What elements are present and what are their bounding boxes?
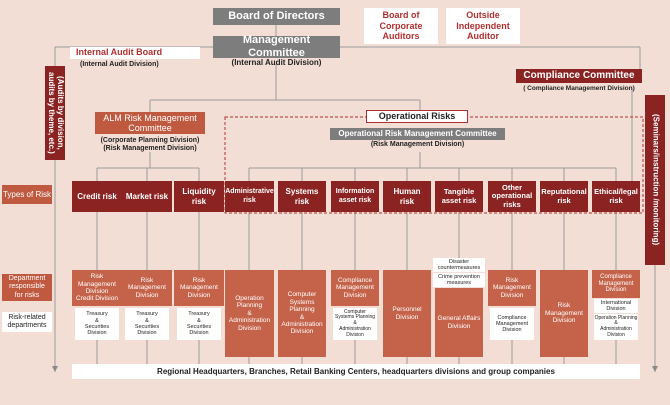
- risk-box-other-operational: Other operational risks: [488, 181, 536, 212]
- compliance-committee-sub: ( Compliance Management Division): [523, 84, 635, 92]
- risk-box-credit: Credit risk: [72, 181, 122, 212]
- internal-audit-side-label: (Audits by division, audits by theme, et…: [47, 72, 65, 154]
- dept-ethical-legal: Compliance Management Division: [592, 270, 640, 298]
- dept-human: Personnel Division: [383, 270, 431, 357]
- risk-box-systems: Systems risk: [278, 181, 326, 212]
- bottom-organizations-bar: Regional Headquarters, Branches, Retail …: [72, 364, 640, 379]
- related-treasury-market: Treasury & Securities Division: [125, 308, 169, 340]
- internal-audit-board-box: Internal Audit Board: [70, 47, 200, 59]
- risk-box-ethical-legal: Ethical/legal risk: [592, 181, 640, 212]
- management-committee-label: Management Committee: [242, 34, 311, 59]
- alm-committee-box: ALM Risk Management Committee: [95, 112, 205, 134]
- compliance-side-panel: (Seminars/instruction /monitoring): [645, 95, 665, 265]
- dept-liquidity: Risk Management Division: [174, 270, 224, 306]
- compliance-committee-label: Compliance Committee: [523, 70, 635, 82]
- risk-box-market: Market risk: [122, 181, 172, 212]
- management-committee-box: Management Committee: [213, 34, 340, 59]
- risk-box-administrative: Administrative risk: [225, 181, 274, 212]
- management-committee-sub: (Internal Audit Division): [231, 58, 322, 68]
- independent-auditor-label: Outside Independent Auditor: [456, 10, 510, 42]
- internal-audit-side-panel: (Audits by division, audits by theme, et…: [45, 66, 65, 160]
- dept-reputational: Risk Management Division: [540, 270, 588, 357]
- compliance-side-label: (Seminars/instruction /monitoring): [651, 114, 661, 246]
- disaster-countermeasures-note: Disaster countermeasures: [433, 258, 485, 272]
- corporate-auditors-label: Board of Corporate Auditors: [379, 10, 423, 42]
- related-operation-planning: Operation Planning & Administration Divi…: [594, 314, 638, 340]
- types-of-risk-label: Types of Risk: [2, 185, 52, 204]
- internal-audit-board-sub: (Internal Audit Division): [80, 61, 159, 68]
- crime-prevention-note: Crime prevention measures: [433, 273, 485, 287]
- related-computer-systems: Computer Systems Planning & Administrati…: [333, 308, 377, 340]
- operational-risks-title: Operational Risks: [366, 110, 468, 123]
- risk-box-reputational: Reputational risk: [540, 181, 588, 212]
- department-responsible-label: Department responsible for risks: [2, 274, 52, 301]
- risk-box-information-asset: Information asset risk: [331, 181, 379, 212]
- corporate-auditors-box: Board of Corporate Auditors: [364, 8, 438, 44]
- compliance-committee-box: Compliance Committee: [516, 69, 642, 83]
- dept-systems: Computer Systems Planning & Administrati…: [278, 270, 326, 357]
- board-of-directors-box: Board of Directors: [213, 8, 340, 25]
- operational-committee-label: Operational Risk Management Committee: [338, 129, 497, 139]
- alm-committee-label: ALM Risk Management Committee: [103, 112, 197, 133]
- risk-box-human: Human risk: [383, 181, 431, 212]
- dept-market: Risk Management Division: [122, 270, 172, 306]
- dept-information-asset: Compliance Management Division: [331, 270, 379, 306]
- dept-other-operational: Risk Management Division: [488, 270, 536, 306]
- internal-audit-board-label: Internal Audit Board: [76, 47, 163, 57]
- alm-committee-sub: (Corporate Planning Division) (Risk Mana…: [100, 136, 200, 152]
- related-international: International Division: [594, 299, 638, 313]
- risk-related-departments-label: Risk-related departments: [2, 312, 52, 332]
- operational-committee-sub: (Risk Management Division): [370, 141, 465, 149]
- related-treasury-liquidity: Treasury & Securities Division: [177, 308, 221, 340]
- related-treasury-credit: Treasury & Securities Division: [75, 308, 119, 340]
- independent-auditor-box: Outside Independent Auditor: [446, 8, 520, 44]
- risk-box-liquidity: Liquidity risk: [174, 181, 224, 212]
- related-compliance-management: Compliance Management Division: [490, 308, 534, 340]
- operational-committee-box: Operational Risk Management Committee: [330, 128, 505, 140]
- bottom-organizations-label: Regional Headquarters, Branches, Retail …: [157, 366, 555, 376]
- risk-box-tangible-asset: Tangible asset risk: [435, 181, 483, 212]
- dept-administrative: Operation Planning & Administration Divi…: [225, 270, 274, 357]
- dept-tangible-asset: General Affairs Division: [435, 288, 483, 357]
- board-of-directors-label: Board of Directors: [228, 10, 325, 23]
- dept-credit: Risk Management Division Credit Division: [72, 270, 122, 306]
